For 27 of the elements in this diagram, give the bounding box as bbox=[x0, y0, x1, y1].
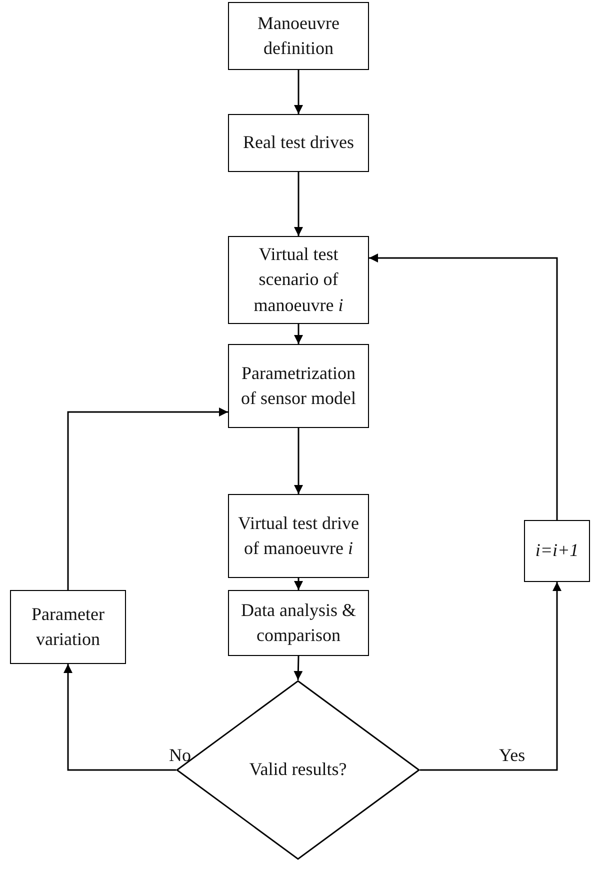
process-box bbox=[228, 2, 369, 70]
process-box bbox=[228, 494, 369, 578]
node-label: Parametrization of sensor model bbox=[240, 362, 357, 410]
arrow bbox=[294, 578, 303, 590]
process-box bbox=[228, 590, 369, 656]
process-box bbox=[228, 344, 369, 428]
node-label: Virtual test drive of manoeuvre i bbox=[237, 512, 360, 560]
arrow bbox=[294, 70, 303, 114]
arrow bbox=[294, 324, 303, 344]
arrow bbox=[67, 408, 228, 590]
arrow bbox=[64, 664, 176, 771]
process-box bbox=[228, 236, 369, 324]
node-label: Virtual test scenario of manoeuvre i bbox=[252, 243, 344, 317]
arrow bbox=[294, 428, 303, 494]
arrow bbox=[369, 254, 558, 520]
node-label: Data analysis & comparison bbox=[240, 598, 357, 647]
node-label: Real test drives bbox=[243, 131, 354, 154]
process-box bbox=[228, 114, 369, 172]
arrow bbox=[294, 656, 303, 680]
node-label: Manoeuvre definition bbox=[256, 12, 340, 60]
node-label: Valid results? bbox=[249, 758, 347, 782]
process-box bbox=[10, 590, 126, 664]
arrow bbox=[294, 172, 303, 236]
arrow bbox=[420, 582, 562, 771]
node-label: i=i+1 bbox=[535, 539, 579, 562]
process-box bbox=[524, 520, 590, 582]
node-label: Parameter variation bbox=[30, 602, 106, 651]
